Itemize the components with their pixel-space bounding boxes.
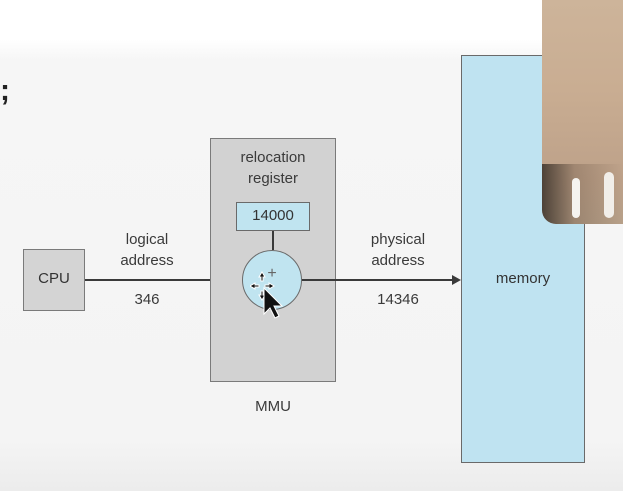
- mmu-label: MMU: [255, 398, 291, 415]
- logical-address-value: 346: [134, 291, 160, 308]
- cpu-label: CPU: [38, 270, 70, 287]
- webcam-object-2: [604, 172, 614, 218]
- physical-address-arrowhead: [452, 275, 461, 285]
- physical-address-arrow: [302, 279, 452, 281]
- adder-plus-symbol: +: [267, 265, 277, 282]
- register-to-adder-line: [272, 231, 274, 250]
- relocation-register-value: 14000: [236, 202, 310, 231]
- memory-label: memory: [495, 270, 551, 287]
- physical-address-value: 14346: [377, 291, 419, 308]
- logical-address-arrow: [85, 279, 233, 281]
- webcam-object-1: [572, 178, 580, 218]
- webcam-overlay: [542, 0, 623, 224]
- stray-semicolon: ;: [0, 74, 10, 107]
- move-cursor-icon: [250, 271, 284, 319]
- physical-address-label: physical address: [370, 231, 426, 269]
- logical-address-label: logical address: [120, 231, 174, 269]
- relocation-register-label: relocation register: [240, 149, 306, 187]
- cpu-box: CPU: [23, 249, 85, 311]
